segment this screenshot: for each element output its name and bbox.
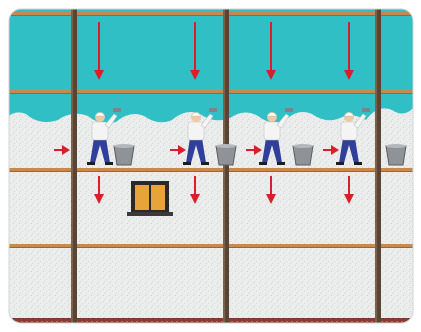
bucket-icon	[114, 146, 134, 165]
bucket-rim	[216, 144, 236, 148]
bucket-rim	[386, 144, 406, 148]
worker-shoe	[87, 162, 95, 165]
unplastered-wall-area	[9, 9, 413, 123]
bucket-icon	[216, 146, 236, 165]
window-icon	[127, 181, 173, 216]
trowel	[113, 108, 121, 112]
trowel	[362, 108, 370, 112]
bucket-rim	[293, 144, 313, 148]
scaffold-rail-shadow	[9, 247, 413, 248]
worker-shoe	[354, 162, 362, 165]
bucket-rim	[114, 144, 134, 148]
scaffold-pole-highlight	[71, 9, 73, 323]
bucket-icon	[386, 146, 406, 165]
worker-shoe	[183, 162, 191, 165]
scaffold-pole-highlight	[223, 9, 225, 323]
scaffold-rail-shadow	[9, 15, 413, 16]
worker-shoe	[336, 162, 344, 165]
worker-shoe	[277, 162, 285, 165]
scaffold-pole-highlight	[375, 9, 377, 323]
scaffold-rail-shadow	[9, 171, 413, 172]
worker-shoe	[201, 162, 209, 165]
worker-shoe	[259, 162, 267, 165]
bucket-icon	[293, 146, 313, 165]
trowel	[209, 108, 217, 112]
trowel	[285, 108, 293, 112]
worker-shoe	[105, 162, 113, 165]
ground-strip	[9, 318, 413, 326]
scaffold-rail-shadow	[9, 93, 413, 94]
